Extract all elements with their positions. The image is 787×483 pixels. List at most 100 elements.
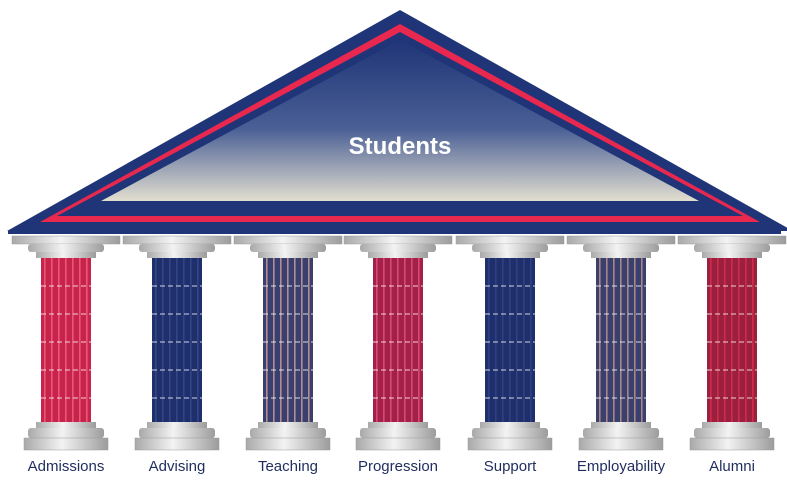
pillar-plinth [245, 437, 331, 451]
roof [7, 10, 787, 234]
pillar-base-mid [472, 428, 548, 438]
pillar-capital-neck [368, 252, 428, 258]
pillar-flute [390, 258, 392, 422]
pillar-capital-top [233, 235, 343, 245]
pillar-base-neck [368, 422, 428, 428]
pillar-plinth [355, 437, 441, 451]
pillar-flute [155, 258, 157, 422]
pillar-flute [197, 258, 199, 422]
pillar-flute [523, 258, 525, 422]
pillar-capital-mid [250, 244, 326, 252]
pillar-capital-top [11, 235, 121, 245]
pillar-flute [502, 258, 504, 422]
pillar-flute [176, 258, 178, 422]
pillar-capital-top [677, 235, 787, 245]
pillar-flute [280, 258, 282, 422]
pillar-flute [641, 258, 643, 422]
pillar-capital-neck [147, 252, 207, 258]
pillar-flute [294, 258, 296, 422]
pillar-flute [606, 258, 608, 422]
pillar-flute [287, 258, 289, 422]
pillar-admissions [11, 235, 121, 451]
pillar-flute [717, 258, 719, 422]
pillar-flute [752, 258, 754, 422]
pillar-flute [308, 258, 310, 422]
pillar-flute [79, 258, 81, 422]
pillar-base-neck [147, 422, 207, 428]
pillar-base-neck [702, 422, 762, 428]
pillar-flute [710, 258, 712, 422]
pillar-flute [411, 258, 413, 422]
pillar-flute [58, 258, 60, 422]
pillar-capital-top [455, 235, 565, 245]
pillar-label-teaching: Teaching [257, 458, 319, 475]
pillar-alumni [677, 235, 787, 451]
pillar-base-mid [360, 428, 436, 438]
pillar-capital-top [343, 235, 453, 245]
pillar-capital-neck [480, 252, 540, 258]
pillar-flute [183, 258, 185, 422]
pillar-capital-mid [583, 244, 659, 252]
pillar-base-mid [583, 428, 659, 438]
pillar-label-advising: Advising [148, 458, 206, 475]
pillar-flute [488, 258, 490, 422]
pillar-capital-mid [28, 244, 104, 252]
pillar-flute [162, 258, 164, 422]
pillar-flute [516, 258, 518, 422]
pillar-flute [745, 258, 747, 422]
pillar-flute [190, 258, 192, 422]
pillar-flute [65, 258, 67, 422]
pillar-base-neck [480, 422, 540, 428]
pillar-label-progression: Progression [357, 458, 439, 475]
pillar-capital-mid [139, 244, 215, 252]
pillar-plinth [467, 437, 553, 451]
pillar-base-neck [258, 422, 318, 428]
pillar-flute [738, 258, 740, 422]
pillar-plinth [134, 437, 220, 451]
pillar-flute [301, 258, 303, 422]
pillar-base-mid [139, 428, 215, 438]
pillar-support [455, 235, 565, 451]
pillar-plinth [23, 437, 109, 451]
pillar-flute [376, 258, 378, 422]
pillar-flute [620, 258, 622, 422]
pillar-flute [44, 258, 46, 422]
pillar-capital-top [122, 235, 232, 245]
pillar-flute [613, 258, 615, 422]
pillar-capital-top [566, 235, 676, 245]
pillar-flute [266, 258, 268, 422]
pillar-base-neck [591, 422, 651, 428]
pillar-flute [418, 258, 420, 422]
pillar-flute [599, 258, 601, 422]
pillar-label-support: Support [483, 458, 537, 475]
pillar-label-alumni: Alumni [709, 458, 755, 475]
pillar-flute [273, 258, 275, 422]
pillar-capital-neck [702, 252, 762, 258]
pillar-capital-neck [591, 252, 651, 258]
pillar-advising [122, 235, 232, 451]
pillar-base-mid [694, 428, 770, 438]
pillar-progression [343, 235, 453, 451]
pillar-flute [86, 258, 88, 422]
pillar-flute [731, 258, 733, 422]
pillar-capital-mid [472, 244, 548, 252]
pillar-capital-neck [258, 252, 318, 258]
pillar-flute [724, 258, 726, 422]
pillar-flute [169, 258, 171, 422]
pillar-plinth [578, 437, 664, 451]
pillar-label-admissions: Admissions [27, 458, 105, 475]
pillar-teaching [233, 235, 343, 451]
pillars [11, 235, 787, 451]
pillar-base-mid [250, 428, 326, 438]
pillar-flute [627, 258, 629, 422]
pillar-flute [397, 258, 399, 422]
pillar-capital-mid [694, 244, 770, 252]
pillar-flute [404, 258, 406, 422]
pillar-capital-mid [360, 244, 436, 252]
pillar-flute [495, 258, 497, 422]
pillar-plinth [689, 437, 775, 451]
pillar-employability [566, 235, 676, 451]
pillar-flute [383, 258, 385, 422]
